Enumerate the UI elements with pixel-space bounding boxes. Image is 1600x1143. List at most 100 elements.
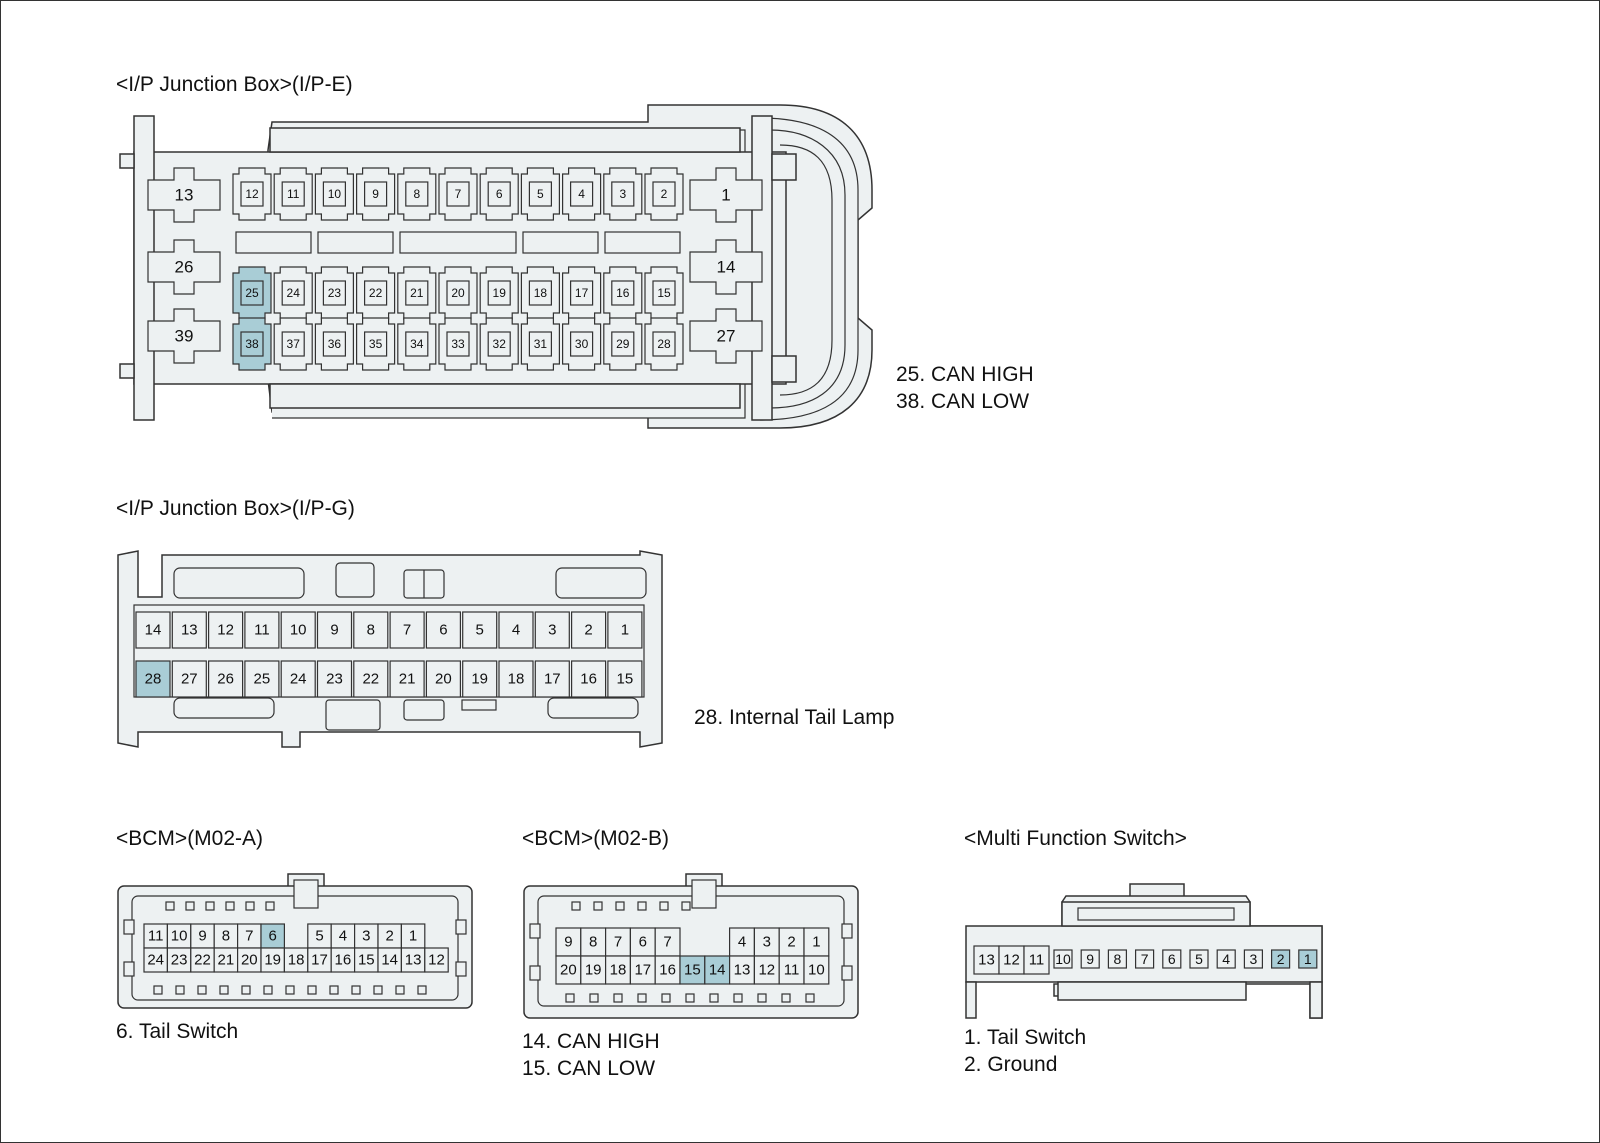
mfs-large-pin: 12 xyxy=(998,945,1025,975)
ipe-note-1: 25. CAN HIGH xyxy=(896,363,1034,386)
bcm-a-pin-label: 9 xyxy=(198,928,206,945)
ipg-pin: 26 xyxy=(208,660,244,698)
mfs-small-pin: 8 xyxy=(1107,949,1128,969)
ipe-pin: 7 xyxy=(438,167,478,221)
ipe-corner-pin: 39 xyxy=(147,308,221,364)
ipe-pin-label: 9 xyxy=(372,187,379,201)
ipg-pin-label: 5 xyxy=(476,622,484,639)
ipe-pin-label: 16 xyxy=(616,286,630,300)
ipg-pin-label: 16 xyxy=(580,671,597,688)
ipg-pin: 20 xyxy=(425,660,461,698)
ipe-pin: 31 xyxy=(520,317,560,371)
ipe-pin: 10 xyxy=(314,167,354,221)
bcm-a-pin: 10 xyxy=(166,923,192,949)
bcm-b-pin-label: 4 xyxy=(738,934,746,951)
bcm-a-note-1: 6. Tail Switch xyxy=(116,1020,239,1043)
ipg-title: <I/P Junction Box>(I/P-G) xyxy=(116,497,355,520)
bcm-b-pin: 18 xyxy=(604,955,631,985)
bcm-a-pin: 5 xyxy=(307,923,332,949)
bcm-a-pin: 1 xyxy=(400,923,426,949)
bcm-b-pin: 7 xyxy=(654,927,681,957)
ipg-pin: 11 xyxy=(244,611,280,649)
mfs-small-pin-label: 5 xyxy=(1195,951,1203,967)
bcm-a-pin: 17 xyxy=(307,947,332,973)
ipg-pin-label: 22 xyxy=(362,671,379,688)
ipg-pin-label: 4 xyxy=(512,622,520,639)
bcm-b-pin-label: 7 xyxy=(663,934,671,951)
ipe-pin-label: 18 xyxy=(534,286,548,300)
bcm-a-latch xyxy=(351,985,361,995)
ipe-pin: 29 xyxy=(603,317,643,371)
mfs-small-pin: 10 xyxy=(1053,949,1073,969)
ipg-pin: 6 xyxy=(425,611,461,649)
ipe-pin: 12 xyxy=(232,167,272,221)
ipe-pin-label: 17 xyxy=(575,286,589,300)
mfs-small-pin-label: 2 xyxy=(1277,951,1285,967)
bcm-a-pin-label: 21 xyxy=(218,952,235,969)
bcm-a-pin: 7 xyxy=(237,923,262,949)
bcm-a-latch xyxy=(395,985,405,995)
ipg-pin-label: 23 xyxy=(326,671,343,688)
ipe-corner-pin-label: 13 xyxy=(175,186,194,205)
bcm-b-pin: 16 xyxy=(654,955,681,985)
ipe-pin: 2 xyxy=(644,167,684,221)
mfs-small-pin: 6 xyxy=(1162,949,1182,969)
bcm-b-latch xyxy=(757,993,767,1003)
bcm-b-latch xyxy=(571,901,581,911)
bcm-a-pin-label: 6 xyxy=(269,928,277,945)
ipg-pin: 14 xyxy=(135,611,171,649)
ipg-pin: 27 xyxy=(171,660,207,698)
bcm-a-latch xyxy=(175,985,185,995)
ipe-pin: 8 xyxy=(397,167,437,221)
ipe-pin-label: 11 xyxy=(287,187,300,201)
ipg-pin: 3 xyxy=(534,611,570,649)
bcm-b-latch xyxy=(781,993,791,1003)
mfs-large-pin-label: 11 xyxy=(1029,952,1045,969)
ipg-pin-label: 24 xyxy=(290,671,307,688)
bcm-b-latch xyxy=(637,993,647,1003)
ipe-pin-label: 10 xyxy=(328,187,342,201)
bcm-b-pin: 15 xyxy=(679,955,706,985)
bcm-a-pin-label: 18 xyxy=(288,952,305,969)
ipe-pin: 25 xyxy=(232,266,272,320)
ipe-corner-pin-label: 1 xyxy=(721,186,730,205)
mfs-small-pin-label: 4 xyxy=(1222,951,1230,967)
bcm-a-pin-label: 10 xyxy=(171,928,188,945)
bcm-b-latch xyxy=(805,993,815,1003)
ipg-pin-label: 12 xyxy=(217,622,234,639)
ipe-pin-label: 32 xyxy=(493,337,507,351)
ipg-pin: 18 xyxy=(498,660,534,698)
ipe-pin: 11 xyxy=(273,167,313,221)
ipg-pin-label: 17 xyxy=(544,671,561,688)
bcm-a-latch xyxy=(153,985,163,995)
bcm-a-latch xyxy=(417,985,427,995)
mfs-small-pin-label: 10 xyxy=(1055,951,1071,967)
ipe-pin: 6 xyxy=(479,167,519,221)
bcm-b-note-1: 14. CAN HIGH xyxy=(522,1030,660,1053)
bcm-a-pin: 23 xyxy=(166,947,192,973)
ipe-pin: 34 xyxy=(397,317,437,371)
ipe-corner-pin-label: 27 xyxy=(717,327,736,346)
bcm-a-latch xyxy=(219,985,229,995)
ipe-pin-label: 37 xyxy=(287,337,301,351)
ipe-pin-label: 21 xyxy=(410,286,424,300)
ipe-pin-label: 20 xyxy=(451,286,465,300)
bcm-a-pin: 22 xyxy=(190,947,215,973)
bcm-b-latch xyxy=(615,901,625,911)
ipe-pin: 9 xyxy=(356,167,396,221)
mfs-large-pin-label: 13 xyxy=(978,952,995,969)
ipe-pin: 4 xyxy=(562,167,602,221)
mfs-small-pin: 7 xyxy=(1134,949,1155,969)
mfs-small-pin: 2 xyxy=(1270,949,1291,969)
bcm-a-pin-label: 23 xyxy=(171,952,188,969)
ipe-pin: 23 xyxy=(314,266,354,320)
ipg-pin-label: 14 xyxy=(145,622,162,639)
bcm-b-pin-label: 7 xyxy=(614,934,622,951)
ipe-pin-label: 29 xyxy=(616,337,630,351)
bcm-a-pin-label: 2 xyxy=(386,928,394,945)
bcm-b-pin-label: 2 xyxy=(787,934,795,951)
bcm-b-pin: 9 xyxy=(555,927,582,957)
mfs-small-pin: 3 xyxy=(1243,949,1264,969)
bcm-b-pin-label: 15 xyxy=(684,962,701,979)
